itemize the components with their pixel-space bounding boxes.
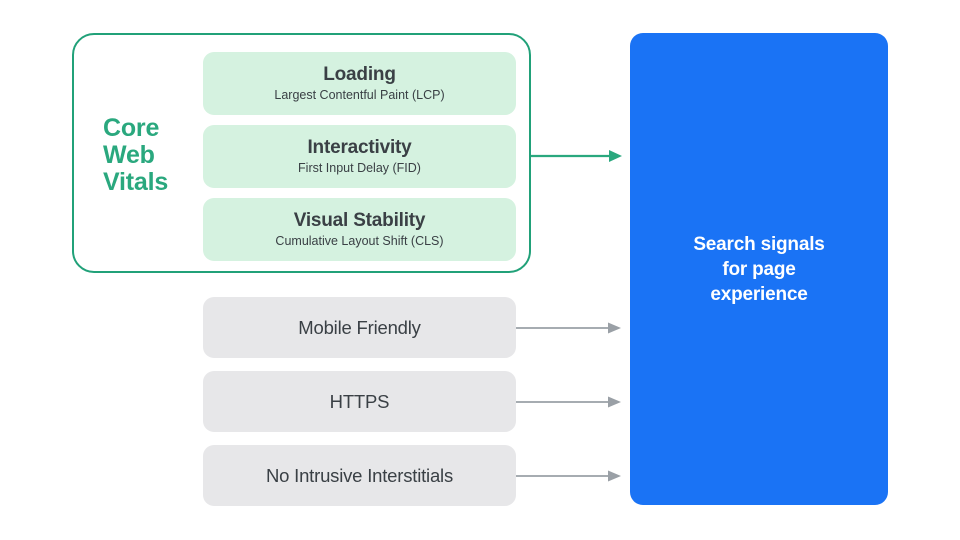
- core-web-vitals-label-line-1: Core: [103, 114, 160, 142]
- signal-title: HTTPS: [329, 390, 390, 412]
- arrow-no-intrusive-interstitials-to-search-signals: [516, 470, 621, 482]
- arrow-core-web-vitals-to-search-signals: [531, 150, 622, 162]
- signal-card-no-intrusive-interstitials[interactable]: No Intrusive Interstitials: [203, 445, 516, 506]
- metric-title: Visual Stability: [293, 210, 426, 231]
- search-signals-line-2: for page: [722, 258, 796, 280]
- core-web-vitals-label-line-3: Vitals: [103, 168, 169, 196]
- metric-subtitle: Cumulative Layout Shift (CLS): [275, 234, 444, 248]
- metric-subtitle: First Input Delay (FID): [298, 161, 421, 175]
- arrow-mobile-friendly-to-search-signals: [516, 322, 621, 334]
- core-web-vitals-group: [72, 33, 531, 273]
- signal-card-mobile-friendly[interactable]: Mobile Friendly: [203, 297, 516, 358]
- metric-card-interactivity[interactable]: Interactivity First Input Delay (FID): [203, 125, 516, 188]
- metric-subtitle: Largest Contentful Paint (LCP): [274, 88, 445, 102]
- search-signals-panel: Search signals for page experience: [630, 33, 888, 505]
- signal-title: Mobile Friendly: [298, 316, 421, 338]
- metric-title: Interactivity: [307, 137, 412, 158]
- arrow-https-to-search-signals: [516, 396, 621, 408]
- core-web-vitals-group-label: Core Web Vitals: [103, 115, 189, 196]
- search-signals-line-1: Search signals: [693, 233, 825, 255]
- metric-card-visual-stability[interactable]: Visual Stability Cumulative Layout Shift…: [203, 198, 516, 261]
- search-signals-panel-text: Search signals for page experience: [693, 232, 825, 307]
- search-signals-line-3: experience: [710, 283, 808, 305]
- core-web-vitals-label-line-2: Web: [103, 141, 155, 169]
- metric-card-loading[interactable]: Loading Largest Contentful Paint (LCP): [203, 52, 516, 115]
- metric-title: Loading: [323, 64, 396, 85]
- signal-title: No Intrusive Interstitials: [265, 464, 454, 486]
- signal-card-https[interactable]: HTTPS: [203, 371, 516, 432]
